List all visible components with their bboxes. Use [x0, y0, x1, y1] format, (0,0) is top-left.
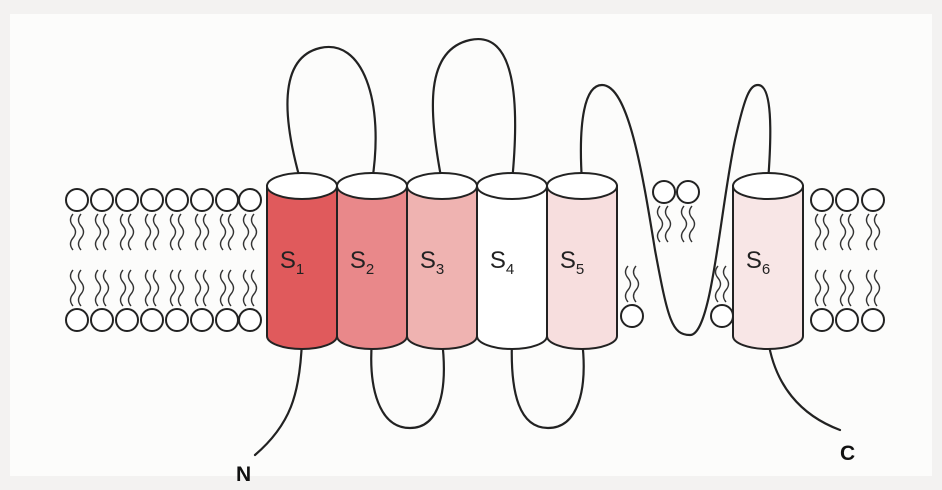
- lipid-head: [239, 309, 261, 331]
- lipid-head: [711, 305, 733, 327]
- n-terminus-label: N: [236, 463, 251, 486]
- lipid-head: [66, 309, 88, 331]
- lipid-head: [91, 189, 113, 211]
- lipid-head: [862, 189, 884, 211]
- lipid-head: [166, 309, 188, 331]
- lipid-head: [677, 181, 699, 203]
- segment-top-cap: [733, 173, 803, 199]
- lipid-head: [836, 189, 858, 211]
- lipid-head: [862, 309, 884, 331]
- lipid-head: [653, 181, 675, 203]
- lipid-head: [66, 189, 88, 211]
- lipid-head: [141, 189, 163, 211]
- lipid-head: [166, 189, 188, 211]
- lipid-head: [191, 309, 213, 331]
- segment-top-cap: [267, 173, 337, 199]
- lipid-head: [116, 309, 138, 331]
- segment-s2: S2: [337, 173, 407, 349]
- segment-top-cap: [477, 173, 547, 199]
- lipid-head: [216, 189, 238, 211]
- lipid-head: [216, 309, 238, 331]
- segment-s3: S3: [407, 173, 477, 349]
- segment-s4: S4: [477, 173, 547, 349]
- segment-s6: S6: [733, 173, 803, 349]
- segment-top-cap: [407, 173, 477, 199]
- lipid-head: [621, 305, 643, 327]
- segment-top-cap: [547, 173, 617, 199]
- lipid-head: [91, 309, 113, 331]
- lipid-head: [191, 189, 213, 211]
- lipid-head: [811, 189, 833, 211]
- c-terminus-label: C: [840, 442, 855, 465]
- lipid-head: [141, 309, 163, 331]
- lipid-head: [836, 309, 858, 331]
- segment-s5: S5: [547, 173, 617, 349]
- segment-top-cap: [337, 173, 407, 199]
- lipid-head: [116, 189, 138, 211]
- segment-s1: S1: [267, 173, 337, 349]
- lipid-head: [239, 189, 261, 211]
- lipid-head: [811, 309, 833, 331]
